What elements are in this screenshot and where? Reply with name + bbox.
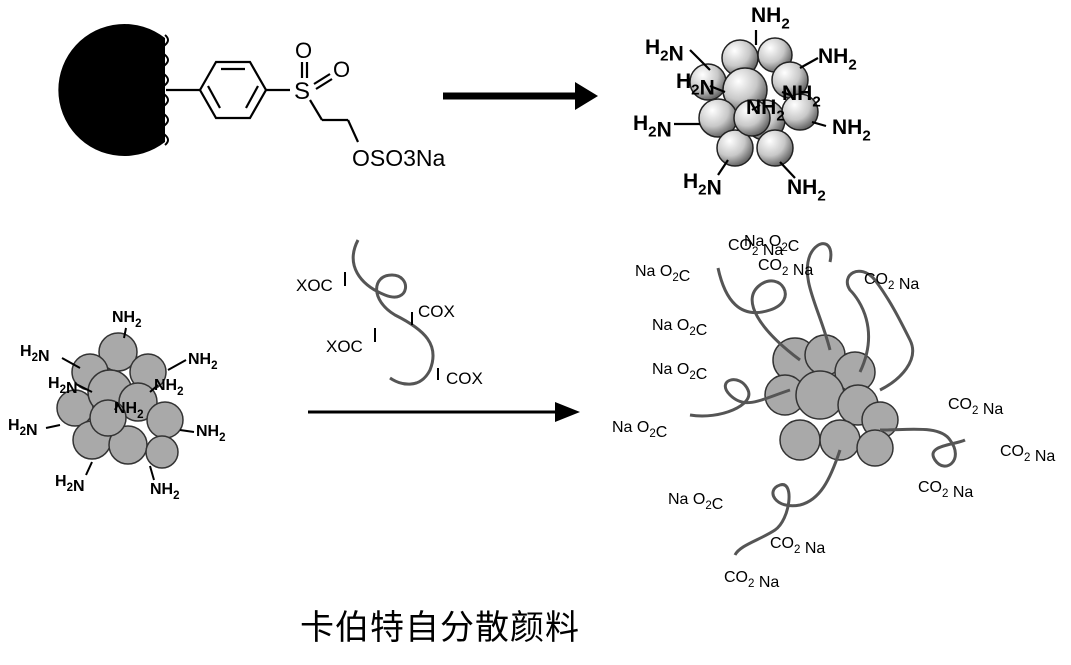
bottom-amine-label: NH2 bbox=[112, 309, 142, 330]
product-carboxylate-label: Na O2C bbox=[652, 361, 707, 383]
product-carboxylate-label: Na O2C bbox=[635, 263, 690, 285]
top-amine-bond bbox=[779, 161, 796, 179]
product-carboxylate-label: CO2 Na bbox=[948, 396, 1003, 418]
top-amine-bond bbox=[689, 49, 711, 71]
product-carboxylate-label: Na O2C bbox=[744, 233, 799, 255]
bottom-amine-bond bbox=[85, 461, 93, 476]
top-amine-label: NH2 bbox=[818, 45, 857, 73]
product-carboxylate-label: CO2 Na bbox=[918, 479, 973, 501]
reagent-label-3: XOC bbox=[326, 337, 363, 356]
bottom-amine-label: NH2 bbox=[154, 377, 184, 398]
product-sphere bbox=[856, 429, 894, 467]
reagent-label-2: COX bbox=[418, 302, 455, 321]
top-amine-bond bbox=[781, 90, 791, 97]
bottom-amine-label: H2N bbox=[48, 375, 78, 397]
product-carboxylate-label: Na O2C bbox=[652, 317, 707, 339]
grafted-chain bbox=[689, 378, 791, 418]
reagent-label-1: XOC bbox=[296, 276, 333, 295]
product-carboxylate-label: Na O2C bbox=[612, 419, 667, 441]
bottom-amine-label: H2N bbox=[8, 417, 38, 439]
top-amine-label: NH2 bbox=[832, 116, 871, 144]
top-amine-label: H2N bbox=[683, 170, 722, 199]
sulfate-label-text: OSO3Na bbox=[352, 145, 446, 171]
sulfonyl-linker bbox=[166, 60, 360, 143]
oxo-label-2: O bbox=[333, 57, 350, 82]
bottom-amine-bond bbox=[114, 403, 119, 411]
top-amine-bond bbox=[751, 104, 761, 111]
bottom-amine-bond bbox=[123, 327, 127, 339]
top-amine-bond bbox=[717, 159, 729, 176]
bottom-amine-label: NH2 bbox=[196, 423, 226, 444]
grafted-chain bbox=[805, 242, 833, 351]
reaction-arrow-top-head bbox=[575, 82, 598, 110]
product-carboxylate-label: CO2 Na bbox=[728, 237, 783, 259]
top-amine-label: H2N bbox=[676, 70, 715, 99]
bottom-amine-label: NH2 bbox=[114, 400, 144, 421]
product-carboxylate-label: CO2 Na bbox=[864, 271, 919, 293]
sulfate-label: OSO3Na bbox=[352, 145, 446, 171]
grafted-chain bbox=[733, 449, 842, 556]
top-amine-label: NH2 bbox=[751, 4, 790, 32]
grafted-chain bbox=[716, 267, 801, 362]
top-amine-bond bbox=[799, 57, 819, 69]
polyacid-reagent bbox=[344, 239, 439, 386]
bottom-amine-bond bbox=[45, 424, 61, 429]
bottom-amine-label: H2N bbox=[20, 343, 50, 365]
top-amine-label: NH2 bbox=[746, 96, 785, 124]
product-carboxylate-label: CO2 Na bbox=[724, 569, 779, 591]
bottom-amine-bond bbox=[149, 384, 159, 393]
bottom-amine-bond bbox=[167, 359, 187, 371]
bottom-sphere bbox=[89, 399, 127, 437]
top-sphere bbox=[756, 129, 794, 167]
top-sphere bbox=[733, 99, 771, 137]
bottom-sphere bbox=[145, 435, 179, 469]
reaction-arrow-bottom-head bbox=[555, 402, 580, 422]
reagent-label-4: COX bbox=[446, 369, 483, 388]
top-amine-label: H2N bbox=[633, 112, 672, 141]
bottom-sphere bbox=[118, 382, 158, 422]
product-carboxylate-label: CO2 Na bbox=[1000, 443, 1055, 465]
bottom-amine-bond bbox=[149, 465, 155, 481]
product-carboxylate-label: CO2 Na bbox=[770, 535, 825, 557]
bottom-amine-label: NH2 bbox=[188, 351, 218, 372]
bottom-amine-bond bbox=[61, 357, 81, 369]
product-carboxylate-label: CO2 Na bbox=[758, 257, 813, 279]
top-amine-label: H2N bbox=[645, 36, 684, 65]
top-amine-label: NH2 bbox=[787, 176, 826, 204]
grafted-chain bbox=[845, 269, 915, 392]
top-sphere bbox=[716, 129, 754, 167]
bottom-amine-label: NH2 bbox=[150, 481, 180, 502]
bottom-sphere bbox=[146, 401, 184, 439]
grafted-chain bbox=[879, 427, 966, 468]
sulfonyl-s-label: S bbox=[294, 78, 310, 105]
product-sphere bbox=[795, 370, 845, 420]
figure-caption: 卡伯特自分散颜料 bbox=[300, 608, 580, 648]
oxo-label-1: O bbox=[295, 38, 312, 63]
product-sphere bbox=[779, 419, 821, 461]
carbon-black-particle bbox=[58, 24, 169, 156]
bottom-amine-label: H2N bbox=[55, 473, 85, 495]
bottom-amine-bond bbox=[75, 383, 93, 393]
bottom-amine-bond bbox=[179, 429, 195, 433]
top-amine-label: NH2 bbox=[782, 82, 821, 110]
product-carboxylate-label: Na O2C bbox=[668, 491, 723, 513]
top-sphere bbox=[781, 93, 819, 131]
top-amine-bond bbox=[709, 84, 726, 94]
top-amine-bond bbox=[811, 120, 827, 128]
